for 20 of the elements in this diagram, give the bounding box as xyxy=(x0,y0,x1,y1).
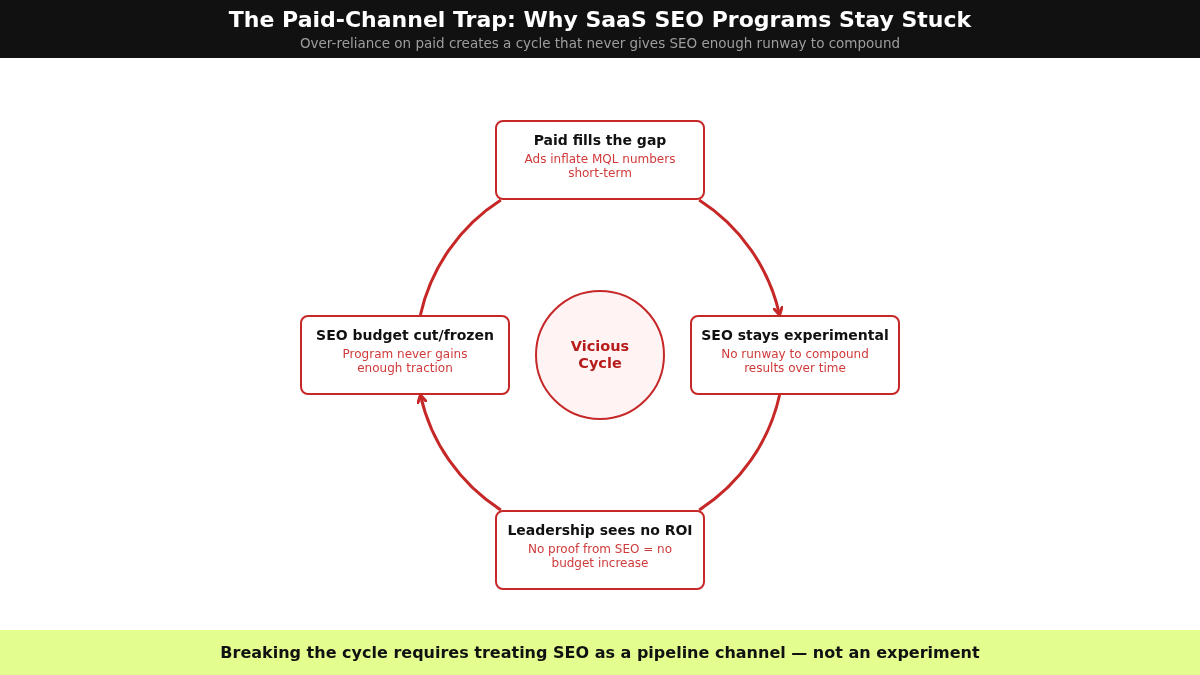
step-box xyxy=(300,315,510,395)
connector-line xyxy=(698,394,782,512)
title: The Paid-Channel Trap: Why SaaS SEO Programs Stay Stuck xyxy=(228,6,972,34)
step-box xyxy=(690,315,900,395)
step-box xyxy=(495,120,705,200)
step-heading: SEO stays experimental xyxy=(701,326,889,345)
step-box xyxy=(495,510,705,590)
step-description: Program never gains enough traction xyxy=(341,347,469,375)
step-description: Ads inflate MQL numbers short-term xyxy=(523,152,677,180)
step-heading: Leadership sees no ROI xyxy=(507,521,693,540)
footer-text: Breaking the cycle requires treating SEO as a pipeline channel — not an experiment xyxy=(220,641,980,664)
circle-label: Vicious Cycle xyxy=(569,338,631,372)
subtitle: Over-reliance on paid creates a cycle that never gives SEO enough runway to compound xyxy=(299,34,901,52)
arrow xyxy=(698,198,784,317)
step-heading: SEO budget cut/frozen xyxy=(316,326,494,345)
arrow xyxy=(416,393,502,512)
step-description: No proof from SEO = no budget increase xyxy=(526,542,674,570)
connector-line xyxy=(418,198,502,316)
step-heading: Paid fills the gap xyxy=(533,131,667,150)
step-description: No runway to compound results over time xyxy=(720,347,870,375)
